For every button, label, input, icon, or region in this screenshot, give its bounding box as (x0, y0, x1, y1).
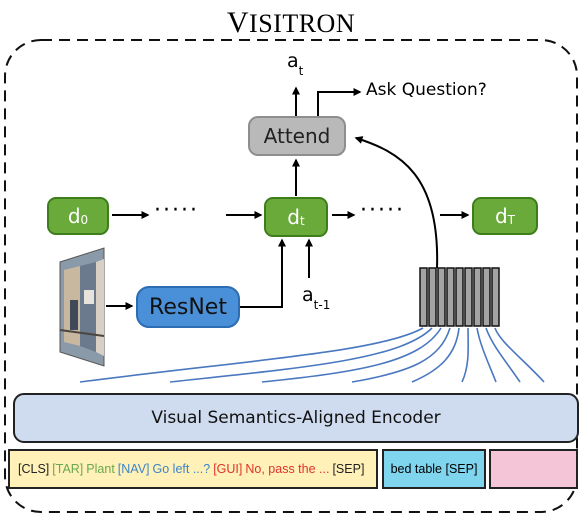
dashed-frame (4, 39, 578, 513)
ellipsis-left: ····· (154, 198, 199, 223)
token-cls: [CLS] (18, 462, 50, 476)
title-rest: ISITRON (249, 9, 356, 38)
ellipsis-right: ····· (360, 198, 405, 223)
token-sep: [SEP] (332, 462, 365, 476)
attend-box: Attend (248, 116, 346, 156)
dt-base: d (287, 205, 300, 229)
feature-vector-stack (419, 267, 500, 327)
diagram-title: VISITRON (0, 6, 582, 40)
d0-sub: 0 (80, 213, 89, 227)
token-nav: [NAV] (117, 462, 150, 476)
action-base: a (287, 50, 299, 72)
action-sub: t (298, 63, 304, 78)
token-nav-text: Go left ...? (152, 462, 211, 476)
encoder-to-feature-lines (79, 327, 545, 383)
token-gui-text: No, pass the ... (245, 462, 330, 476)
image-token-segment (489, 449, 578, 489)
token-tar: [TAR] (52, 462, 84, 476)
action-output-label: at (287, 50, 304, 78)
token-gui: [GUI] (213, 462, 243, 476)
text-token-segment: [CLS] [TAR] Plant [NAV] Go left ...? [GU… (8, 449, 378, 489)
object-token-segment: bed table [SEP] (382, 449, 486, 489)
prev-action-base: a (302, 284, 314, 306)
token-target-word: Plant (86, 462, 115, 476)
ask-question-label: Ask Question? (366, 80, 487, 100)
previous-action-label: at-1 (302, 284, 331, 312)
resnet-box: ResNet (136, 286, 240, 328)
dT-sub: T (507, 213, 516, 227)
dt-sub: t (299, 214, 305, 228)
arrow-features-to-attend (354, 136, 439, 269)
visual-semantics-encoder: Visual Semantics-Aligned Encoder (13, 393, 579, 443)
panorama-image-icon (59, 247, 105, 367)
prev-action-sub: t-1 (313, 297, 331, 312)
arrow-attend-to-ask (317, 88, 362, 116)
arrow-resnet-to-dt (240, 238, 286, 308)
dT-base: d (494, 204, 508, 228)
title-first-letter: V (226, 6, 250, 39)
d0-base: d (67, 204, 81, 228)
